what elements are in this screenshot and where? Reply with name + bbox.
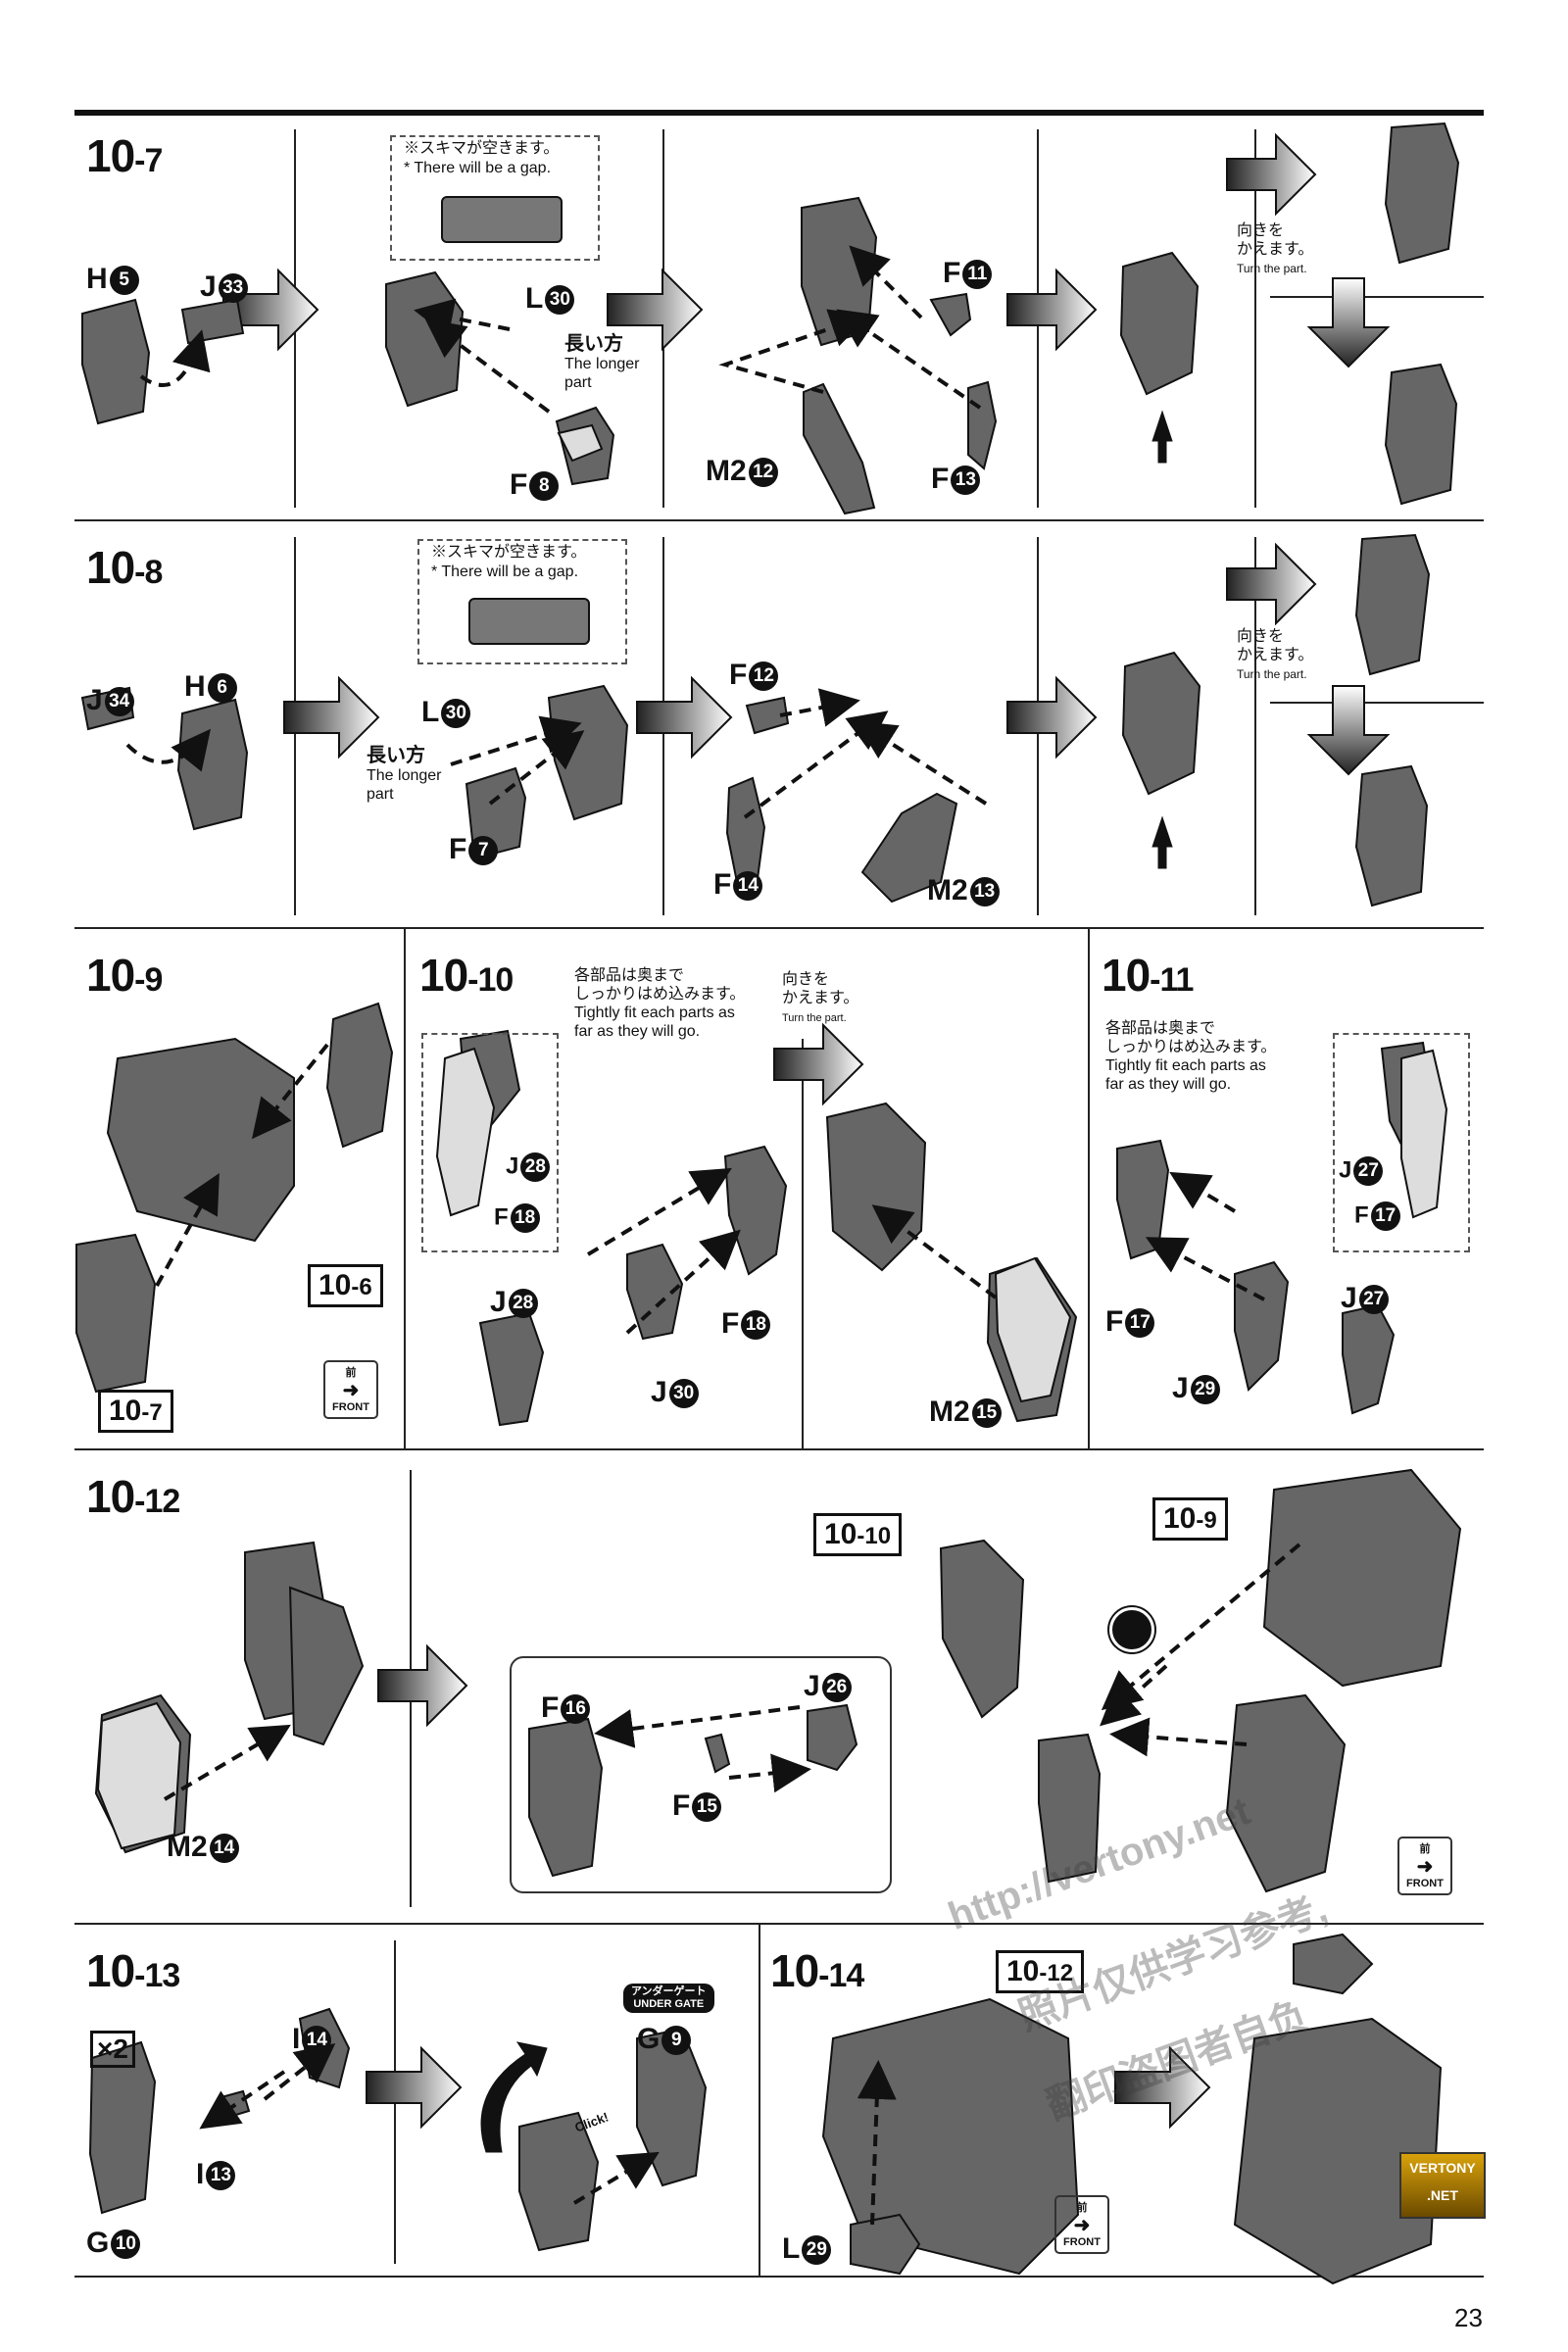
- page-number: 23: [1454, 2303, 1483, 2332]
- step-10-13-heading: 10-13: [86, 1945, 180, 1996]
- step-10-8-heading: 10-8: [86, 542, 163, 593]
- vertony-badge-logo: VERTONY.NET: [1399, 2152, 1486, 2219]
- quantity-x2-badge: ×2: [90, 2031, 135, 2068]
- part-shape-light: [96, 423, 1448, 1850]
- gap-note-box-2: [417, 539, 627, 664]
- turn-note: 向きをかえます。Turn the part.: [1237, 222, 1314, 275]
- step-10-10-heading: 10-10: [419, 950, 514, 1001]
- tight-fit-note-2: 各部品は奥までしっかりはめ込みます。Tightly fit each parts…: [1105, 1020, 1277, 1093]
- ref-box-10-6: 10-6: [308, 1264, 383, 1307]
- front-icon: 前➜FRONT: [323, 1360, 378, 1419]
- process-arrow-down: [1306, 277, 1391, 776]
- col-divider: [1254, 537, 1256, 915]
- col-divider: [1088, 927, 1090, 1448]
- row-divider: [74, 2276, 1484, 2278]
- step-10-11-heading: 10-11: [1102, 950, 1194, 1001]
- step-10-12-heading: 10-12: [86, 1471, 180, 1522]
- tight-fit-note: 各部品は奥までしっかりはめ込みます。Tightly fit each parts…: [574, 967, 746, 1040]
- gap-note-jp: ※スキマが空きます。: [404, 140, 560, 157]
- joint-icon: [1109, 1607, 1154, 1652]
- row-divider: [74, 927, 1484, 929]
- detail-box-F17: [1333, 1033, 1470, 1252]
- ref-box-10-10: 10-10: [813, 1513, 903, 1556]
- ref-box-10-7: 10-7: [98, 1390, 173, 1433]
- turn-note-2: 向きをかえます。Turn the part.: [1237, 628, 1314, 681]
- col-divider: [759, 1923, 760, 2276]
- row-divider: [74, 1448, 1484, 1450]
- ref-box-10-9: 10-9: [1152, 1497, 1228, 1541]
- turn-note-3: 向きをかえます。Turn the part.: [782, 971, 859, 1024]
- gap-note-en-2: * There will be a gap.: [431, 564, 579, 580]
- col-divider: [1270, 702, 1484, 704]
- ref-box-10-12: 10-12: [996, 1950, 1085, 1993]
- row-divider: [74, 1923, 1484, 1925]
- assembly-arrow: [125, 245, 1301, 2226]
- gap-note-box: [390, 135, 600, 261]
- step-10-7-heading: 10-7: [86, 130, 163, 181]
- gap-note-en: * There will be a gap.: [404, 160, 552, 176]
- detail-bubble: [510, 1656, 892, 1893]
- gap-detail-image: [441, 196, 563, 243]
- step-10-14-heading: 10-14: [770, 1945, 864, 1996]
- col-divider: [802, 1039, 804, 1448]
- turn-arrow: [480, 410, 1173, 2153]
- step-10-9-heading: 10-9: [86, 950, 163, 1001]
- gap-note-jp-2: ※スキマが空きます。: [431, 544, 587, 561]
- gap-detail-image-2: [468, 598, 590, 645]
- col-divider: [1270, 296, 1484, 298]
- col-divider: [404, 927, 406, 1448]
- front-icon-3: 前➜FRONT: [1054, 2195, 1109, 2254]
- col-divider: [1254, 129, 1256, 508]
- row-10-7-border: [74, 110, 1484, 116]
- detail-box-F18: [421, 1033, 559, 1252]
- front-icon-2: 前➜FRONT: [1397, 1837, 1452, 1895]
- row-divider: [74, 519, 1484, 521]
- process-arrow: [222, 132, 1317, 2130]
